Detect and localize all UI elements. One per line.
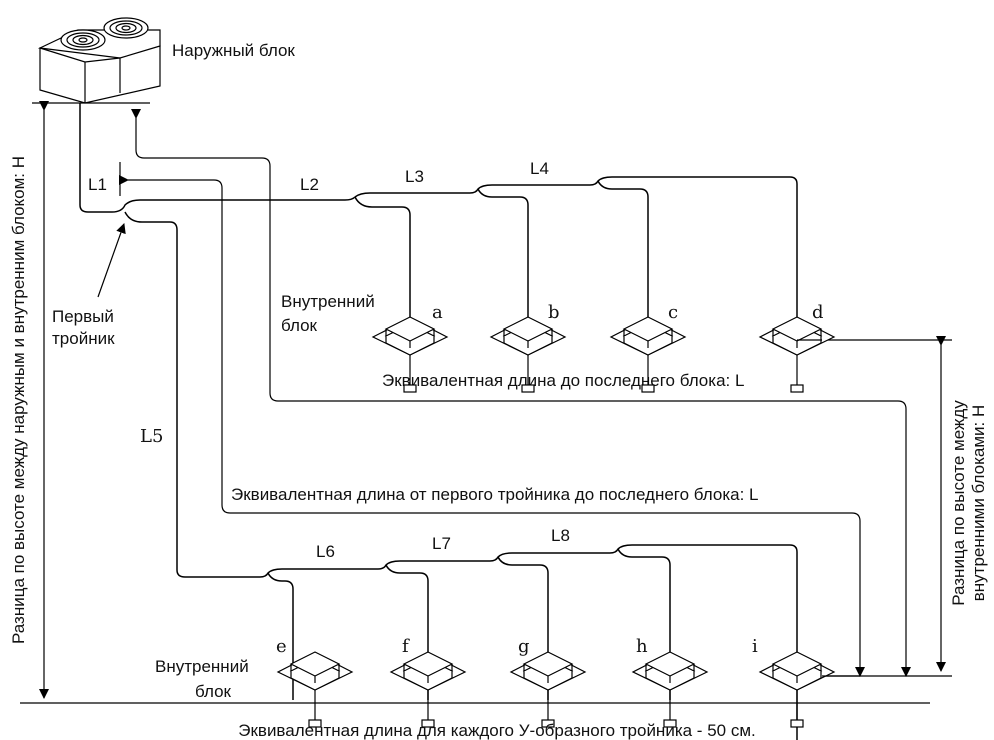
unit-f-letter: f <box>402 636 410 657</box>
unit-a-letter: a <box>432 302 443 323</box>
label-L6: L6 <box>316 542 335 561</box>
first-tee-pointer <box>97 223 126 298</box>
equiv-length-last-line <box>131 109 911 677</box>
fan-left-icon <box>60 29 106 51</box>
unit-d-letter: d <box>812 302 824 323</box>
label-L4: L4 <box>530 159 549 178</box>
height-indoor-label-line2: внутренними блоками: H <box>969 405 988 602</box>
first-tee-label-line1: Первый <box>52 307 114 326</box>
indoor-unit-f <box>390 651 466 728</box>
outdoor-unit-label: Наружный блок <box>172 41 295 60</box>
indoor-unit-top-label-line2: блок <box>281 316 318 335</box>
equiv-length-first-tee-line <box>119 175 865 677</box>
equiv-length-first-tee-label: Эквивалентная длина от первого тройника … <box>231 485 759 504</box>
label-L3: L3 <box>405 167 424 186</box>
pipe-drop-c <box>597 180 649 318</box>
unit-i-letter: i <box>752 636 758 657</box>
label-L7: L7 <box>432 534 451 553</box>
equiv-length-last-label: Эквивалентная длина до последнего блока:… <box>382 371 744 390</box>
label-L5: L5 <box>140 426 163 447</box>
fan-right-icon <box>103 17 149 39</box>
unit-h-letter: h <box>636 636 648 657</box>
label-L2: L2 <box>300 175 319 194</box>
label-L8: L8 <box>551 526 570 545</box>
indoor-unit-i <box>759 651 835 728</box>
indoor-unit-e <box>277 651 353 728</box>
unit-b-letter: b <box>548 302 560 323</box>
outdoor-unit <box>37 17 161 104</box>
pipe-drop-b <box>477 188 529 318</box>
height-indoor-label-line1: Разница по высоте между <box>949 400 968 606</box>
indoor-unit-top-label-line1: Внутренний <box>281 292 375 311</box>
indoor-unit-bottom-label-line2: блок <box>195 682 232 701</box>
indoor-unit-bottom-label-line1: Внутренний <box>155 657 249 676</box>
pipe-first-tee-branch <box>124 211 260 578</box>
indoor-unit-h <box>632 651 708 728</box>
label-L1: L1 <box>88 175 107 194</box>
indoor-unit-g <box>510 651 586 728</box>
footer-note: Эквивалентная длина для каждого У-образн… <box>238 721 756 740</box>
first-tee-label-line2: тройник <box>52 329 115 348</box>
pipe-upper-run <box>354 176 798 318</box>
unit-c-letter: c <box>668 302 678 323</box>
unit-e-letter: e <box>276 636 287 657</box>
height-outdoor-indoor-label: Разница по высоте между наружным и внутр… <box>9 156 28 644</box>
indoor-unit-d <box>759 316 835 393</box>
unit-g-letter: g <box>518 636 530 657</box>
